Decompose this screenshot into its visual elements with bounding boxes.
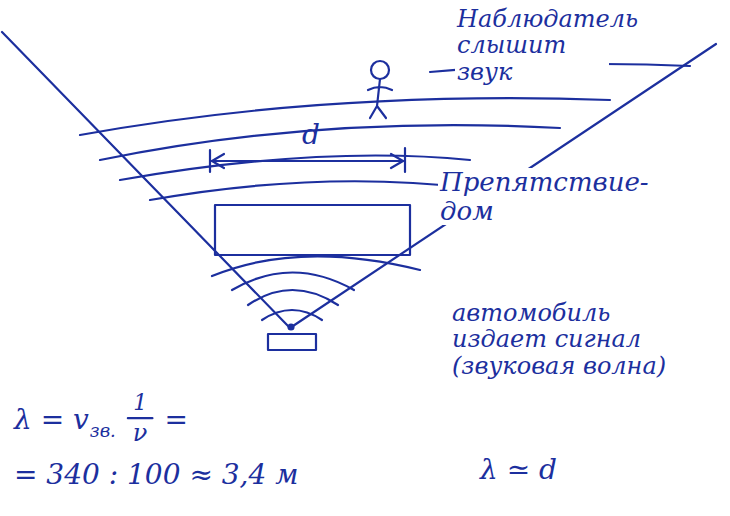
formula-line: = 340 : 100 ≈ 3,4 м <box>14 460 298 491</box>
formula-subscript: зв. <box>90 421 116 441</box>
wavefront <box>150 181 470 200</box>
fraction-denominator: ν <box>133 420 148 446</box>
car-symbol <box>268 334 316 350</box>
obstacle-label: Препятствие- дом <box>438 168 617 225</box>
fraction-bar <box>128 417 153 419</box>
sound-source <box>289 325 294 330</box>
observer-body <box>368 79 392 118</box>
fraction-numerator: 1 <box>133 391 147 415</box>
formula-part: = <box>164 405 187 436</box>
wavefront <box>80 98 610 135</box>
formula-part: λ = v <box>14 405 89 436</box>
cone-line <box>290 44 716 328</box>
dimension-line <box>210 148 405 172</box>
wavefront <box>262 310 322 320</box>
wavefront <box>248 290 338 305</box>
wavefront <box>212 256 420 276</box>
wavefront <box>100 125 560 160</box>
dimension-arrow <box>212 154 403 168</box>
relation-note: λ ≃ d <box>480 455 557 486</box>
house-obstacle <box>215 205 410 255</box>
dimension-label: d <box>302 120 320 151</box>
observer-head <box>371 61 389 79</box>
source-note: автомобиль издает сигнал (звуковая волна… <box>452 300 702 379</box>
observer-note: Наблюдатель слышит звук <box>455 6 609 85</box>
wavefront <box>120 156 470 181</box>
wavefront <box>232 273 354 291</box>
